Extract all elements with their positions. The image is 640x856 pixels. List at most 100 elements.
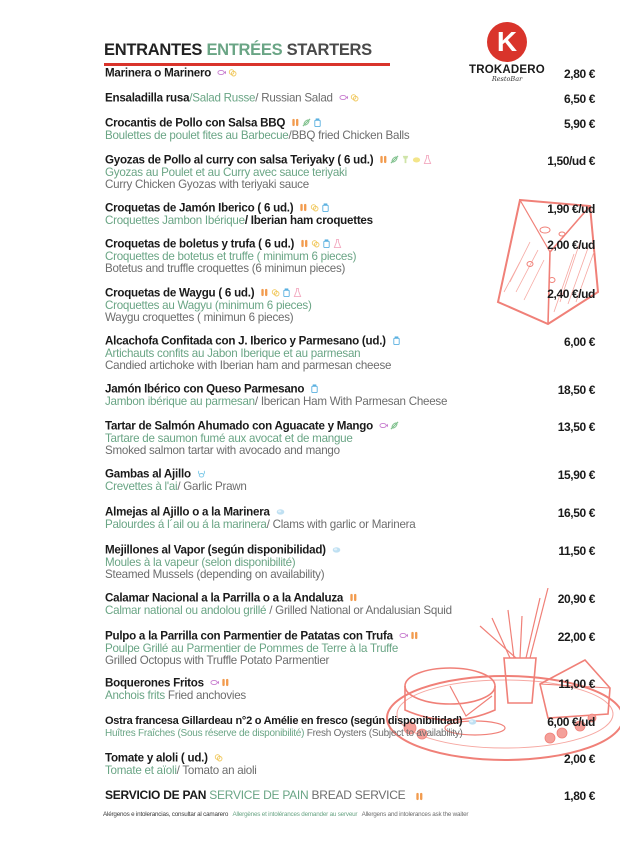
allergen-note-french: Allergènes et intolérances demander au s… (232, 811, 358, 818)
item-price: 11,50 € (558, 544, 595, 558)
egg-icon (271, 288, 280, 297)
allergen-icons (415, 790, 426, 803)
item-price: 2,00 €/ud (547, 238, 595, 252)
item-price: 20,90 € (557, 592, 596, 606)
allergen-icons (468, 715, 479, 728)
allergen-icons (379, 154, 434, 167)
logo-subtitle: RestoBar (491, 75, 523, 83)
bread-price: 1,80 € (564, 789, 595, 803)
item-french: Moules à la vapeur (selon disponibilité) (105, 555, 296, 569)
allergen-icons (217, 67, 239, 80)
item-french: Croquettes de botetus et truffe ( minimu… (105, 249, 357, 263)
item-price: 22,00 € (557, 630, 596, 644)
menu-item: Gyozas de Pollo al curry con salsa Teriy… (105, 154, 595, 192)
allergen-note-spanish: Alérgenos e intolerancias, consultar al … (103, 811, 229, 818)
gluten-icon (260, 288, 268, 297)
milk-icon (321, 203, 330, 213)
allergen-icons (210, 677, 232, 690)
item-name: Almejas al Ajillo o a la Marinera (105, 505, 270, 519)
gluten-icon (349, 593, 357, 602)
allergen-icons (339, 92, 361, 105)
bread-service-row: SERVICIO DE PAN SERVICE DE PAIN BREAD SE… (105, 788, 595, 803)
egg-icon (310, 203, 319, 212)
bread-french: SERVICE DE PAIN (209, 788, 309, 802)
gluten-icon (410, 631, 418, 640)
item-french: Croquettes au Wagyu (minimum 6 pieces) (105, 298, 312, 312)
item-name: Gyozas de Pollo al curry con salsa Teriy… (105, 153, 374, 167)
item-english: Grilled Octopus with Truffle Potato Parm… (105, 654, 330, 668)
bread-spanish: SERVICIO DE PAN (105, 788, 207, 802)
menu-item: Croquetas de Waygu ( 6 ud.)Croquettes au… (105, 287, 595, 325)
fish-icon (379, 421, 388, 430)
logo-name: TROKADERO (469, 64, 545, 76)
milk-icon (282, 288, 291, 298)
egg-icon (214, 753, 223, 762)
item-english: /BBQ fried Chicken Balls (288, 128, 410, 142)
header-divider (104, 63, 390, 66)
allergen-icons (197, 468, 208, 481)
item-price: 2,40 €/ud (547, 287, 595, 301)
celery-icon (302, 118, 311, 127)
menu-item: Ostra francesa Gillardeau n°2 o Amélie e… (105, 715, 595, 740)
item-french: Anchois frits (105, 688, 165, 702)
section-title-french: ENTRÉES (206, 41, 283, 59)
mustard-icon (401, 155, 409, 164)
gluten-icon (221, 678, 229, 687)
item-english: Steamed Mussels (depending on availabili… (105, 568, 325, 582)
item-french: Crevettes à l'ai (105, 479, 178, 493)
item-french: Artichauts confits au Jabon Iberique et … (105, 346, 361, 360)
item-english: / Clams with garlic or Marinera (266, 517, 416, 531)
item-french: Poulpe Grillé au Parmentier de Pommes de… (105, 641, 399, 655)
mollusc-icon (332, 545, 341, 554)
item-english: Candied artichoke with Iberian ham and p… (105, 359, 392, 373)
item-price: 13,50 € (557, 420, 596, 434)
menu-item: Gambas al Ajillo Crevettes à l'ai/ Garli… (105, 468, 595, 493)
item-french: Calmar national ou andolou grillé (105, 603, 267, 617)
allergen-icons (310, 383, 321, 396)
egg-icon (350, 93, 359, 102)
gluten-icon (300, 239, 308, 248)
logo-letter: K (496, 26, 518, 57)
milk-icon (392, 336, 400, 346)
item-name: Boquerones Fritos (105, 676, 204, 690)
item-price: 6,50 € (564, 92, 595, 106)
fish-icon (210, 678, 219, 687)
item-name: Ensaladilla rusa (105, 91, 190, 105)
item-price: 11,00 € (558, 677, 595, 691)
menu-item: Calamar Nacional a la Parrilla o a la An… (105, 592, 595, 617)
item-name: Jamón Ibérico con Queso Parmesano (105, 382, 305, 396)
allergen-icons (399, 630, 421, 643)
item-price: 2,00 € (564, 752, 595, 766)
item-name: Croquetas de boletus y trufa ( 6 ud.) (105, 237, 295, 251)
sesame-icon (293, 288, 302, 298)
item-name: Tartar de Salmón Ahumado con Aguacate y … (105, 419, 373, 433)
menu-item: Ensaladilla rusa/Salad Russe/ Russian Sa… (105, 91, 595, 106)
milk-icon (313, 118, 321, 128)
gluten-icon (415, 792, 423, 801)
item-english: Fresh Oysters (Subject to availability) (304, 727, 463, 739)
item-price: 6,00 €/ud (547, 715, 595, 729)
celery-icon (390, 155, 399, 164)
item-name: Tomate y aloli ( ud.) (105, 751, 208, 765)
fish-icon (217, 68, 227, 77)
item-english: Botetus and truffle croquettes (6 minimu… (105, 262, 346, 276)
item-price: 1,90 €/ud (547, 202, 595, 216)
item-french: Tomate et aïoli (105, 763, 177, 777)
item-name: Croquetas de Jamón Iberico ( 6 ud.) (105, 201, 294, 215)
item-english: / Iberian ham croquettes (244, 213, 373, 227)
item-french: Huîtres Fraîches (Sous réserve de dispon… (105, 727, 305, 739)
item-french: Gyozas au Poulet et au Curry avec sauce … (105, 165, 347, 179)
allergen-note-english: Allergens and intolerances ask the waite… (361, 811, 469, 818)
item-name: Mejillones al Vapor (según disponibilida… (105, 543, 326, 557)
section-header: ENTRANTES ENTRÉES STARTERS (104, 40, 390, 66)
item-name: Ostra francesa Gillardeau n°2 o Amélie e… (105, 715, 463, 728)
fish-icon (339, 93, 348, 102)
item-name: Pulpo a la Parrilla con Parmentier de Pa… (105, 629, 393, 643)
celery-icon (390, 421, 399, 430)
item-name: Calamar Nacional a la Parrilla o a la An… (105, 591, 344, 605)
